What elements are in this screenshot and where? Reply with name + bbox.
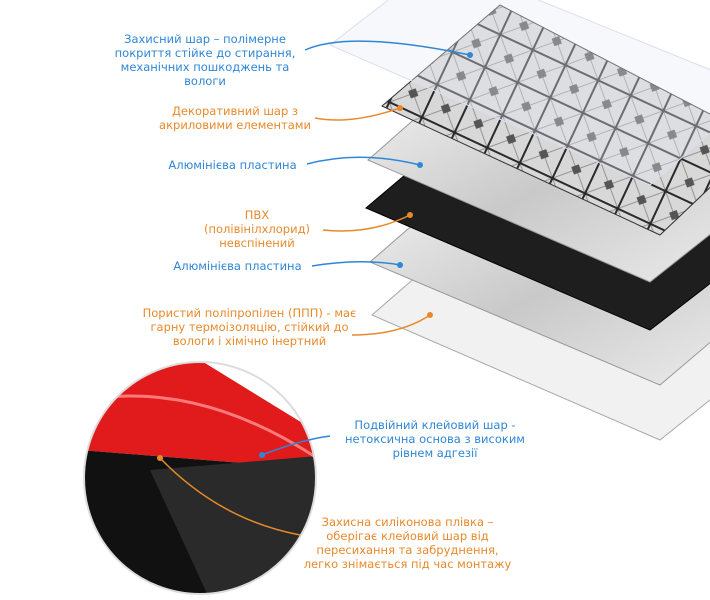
- label-pvc: ПВХ (полівінілхлорид) невспінений: [203, 208, 311, 250]
- label-aluminum-2: Алюмінієва пластина: [173, 259, 302, 273]
- label-decorative-layer: Декоративний шар з акриловими елементами: [159, 104, 311, 132]
- label-protective-layer: Захисний шар – полімерне покриття стійке…: [114, 32, 296, 88]
- label-aluminum-1: Алюмінієва пластина: [168, 158, 297, 172]
- label-silicone-film: Захисна силіконова плівка – оберігає кле…: [303, 515, 512, 571]
- label-polypropylene: Пористий поліпропілен (ППП) - має гарну …: [142, 306, 357, 348]
- closeup-border: [83, 361, 317, 595]
- label-adhesive-layer: Подвійний клейовий шар - нетоксична осно…: [345, 418, 525, 460]
- layer-decorative-tiles: [381, 4, 710, 236]
- leader-lines: [157, 40, 473, 536]
